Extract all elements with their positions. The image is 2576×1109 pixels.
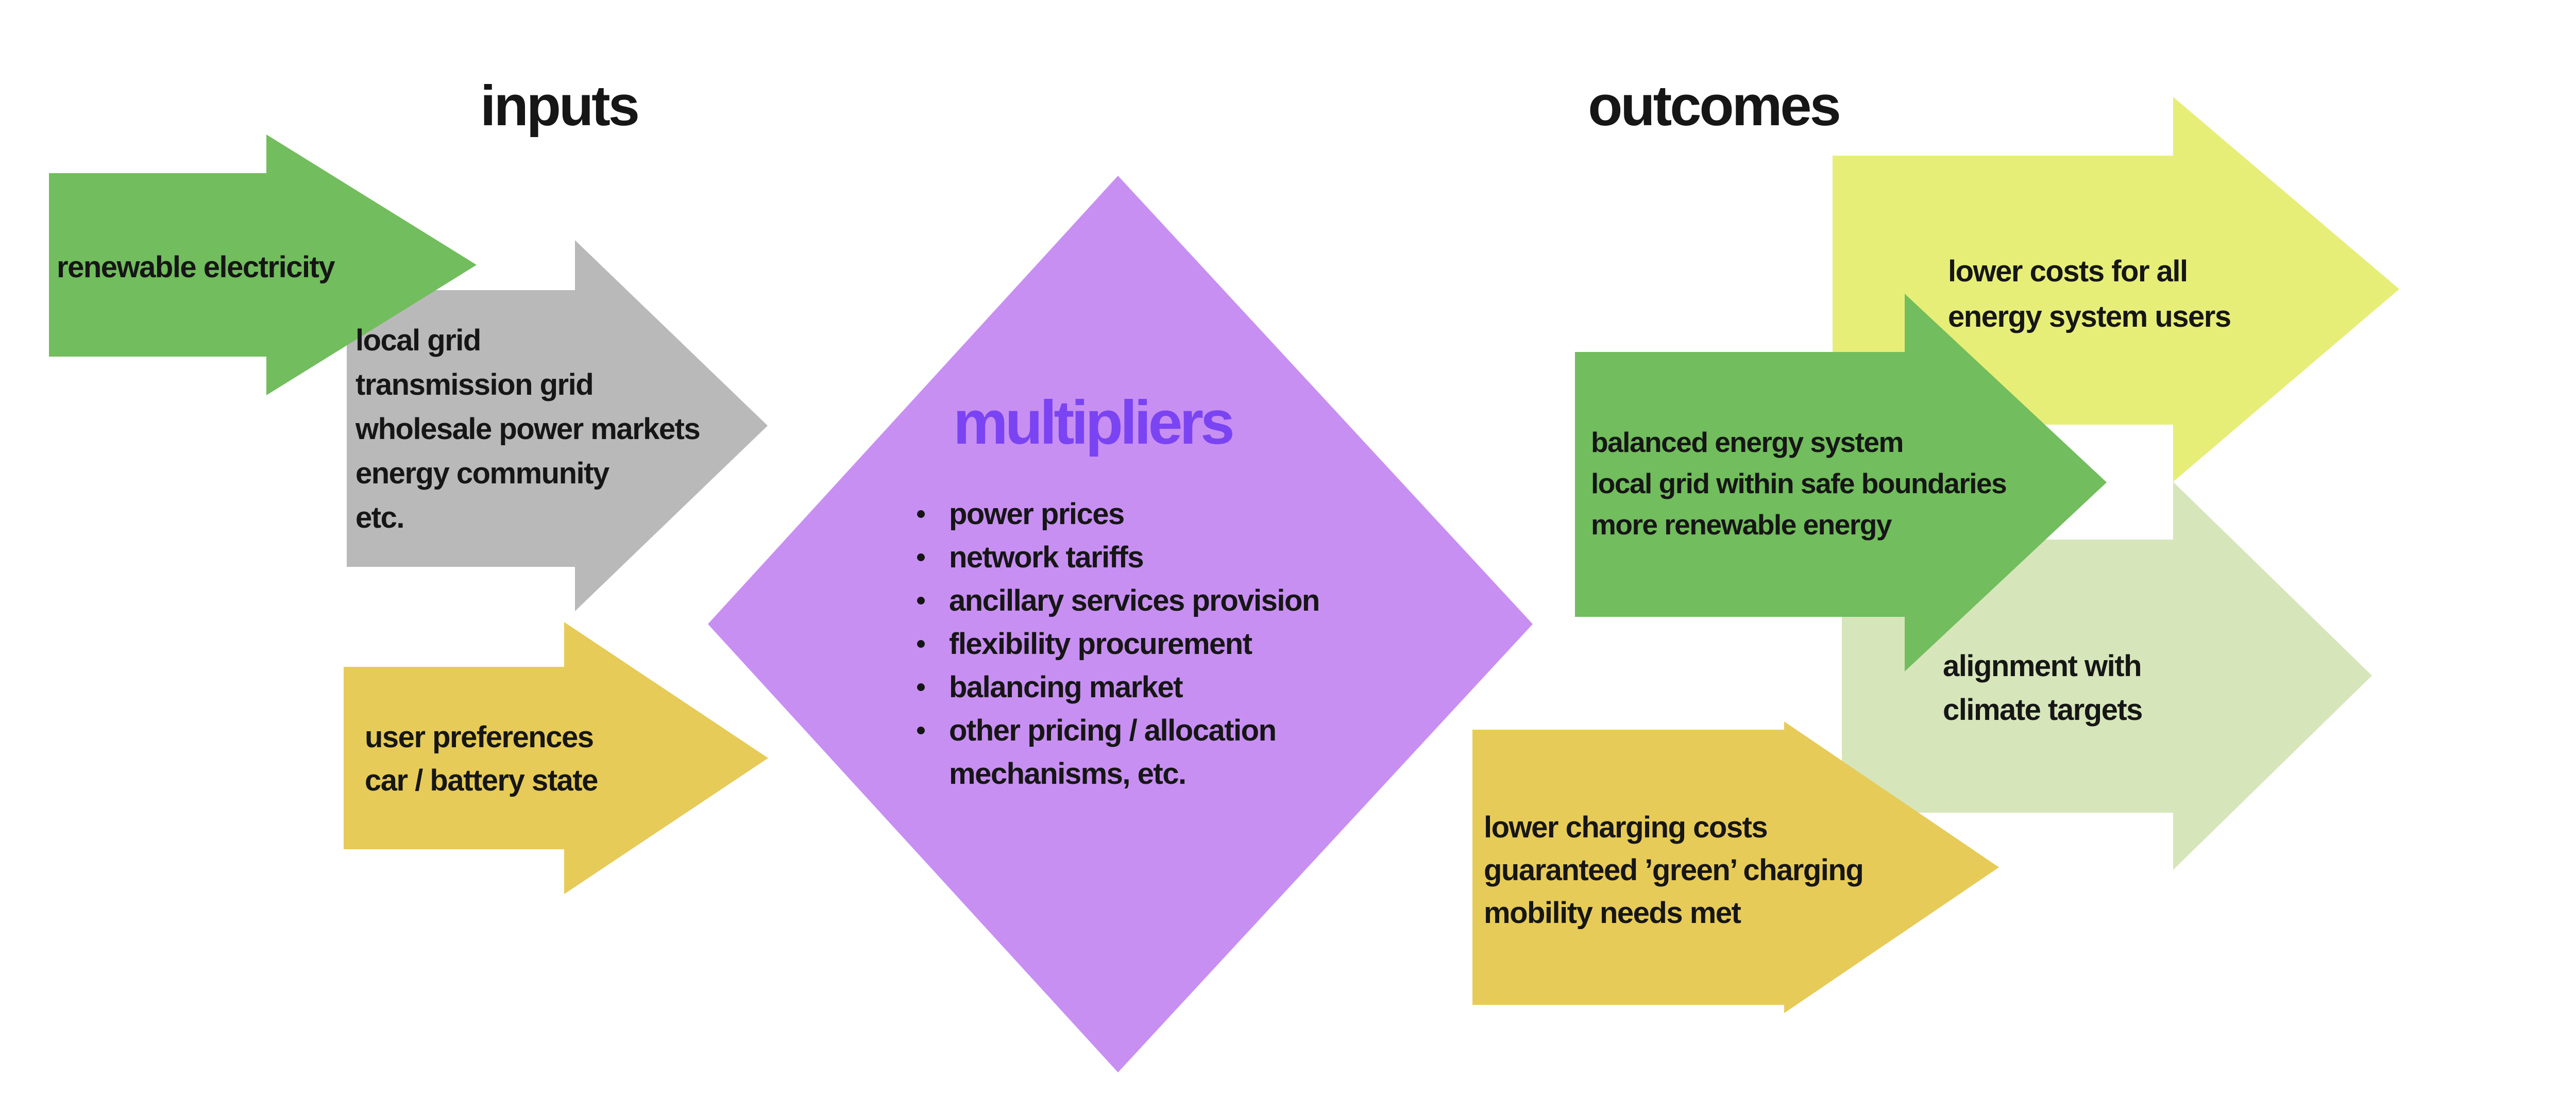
bullet-item: balancing market [917,665,1319,709]
label-line: guaranteed ’green’ charging [1484,853,1864,887]
bullet-dot-icon [917,596,925,604]
label-line: wholesale power markets [355,412,701,446]
multipliers-heading: multipliers [953,388,1235,457]
bullet-text: ancillary services provision [949,583,1320,617]
renewable-electricity-label: renewable electricity [57,245,335,290]
outcomes-title: outcomes [1588,74,1841,138]
multipliers-bullet-list: power prices network tariffs ancillary s… [917,492,1320,795]
label-line: energy community [355,457,609,490]
lower-costs-label: lower costs for all energy system users [1948,249,2231,340]
bullet-dot-icon [917,510,925,518]
climate-alignment-label: alignment with climate targets [1943,644,2143,732]
bullet-text: network tariffs [949,540,1144,574]
label-line: local grid within safe boundaries [1591,467,2007,499]
label-line: renewable electricity [57,250,335,284]
label-line: alignment with [1943,649,2142,683]
label-line: climate targets [1943,693,2143,727]
label-line: user preferences [365,720,594,754]
label-line: car / battery state [365,764,598,797]
inputs-title: inputs [480,74,640,138]
balanced-system-label: balanced energy system local grid within… [1591,422,2007,545]
label-line: lower charging costs [1484,811,1768,844]
bullet-dot-icon [917,683,925,691]
label-line: more renewable energy [1591,509,1892,541]
bullet-text: power prices [949,497,1125,531]
bullet-text: balancing market [949,670,1183,704]
grid-markets-label: local grid transmission grid wholesale p… [355,318,701,540]
label-line: transmission grid [355,368,594,401]
label-line: etc. [355,501,404,534]
label-line: energy system users [1948,300,2231,333]
bullet-text: mechanisms, etc. [949,757,1187,791]
bullet-item: power prices [917,492,1319,535]
label-line: lower costs for all [1948,255,2188,288]
charging-outcomes-label: lower charging costs guaranteed ’green’ … [1484,806,1864,934]
bullet-item: ancillary services provision [917,579,1320,622]
bullet-text: other pricing / allocation [949,713,1277,747]
bullet-text: flexibility procurement [949,627,1252,661]
bullet-dot-icon [917,726,925,734]
bullet-item: flexibility procurement [917,622,1319,665]
bullet-continuation: mechanisms, etc. [917,752,1319,795]
label-line: balanced energy system [1591,426,1904,458]
bullet-item: network tariffs [917,535,1319,579]
bullet-dot-icon [917,553,925,561]
user-preferences-label: user preferences car / battery state [365,716,598,802]
label-line: mobility needs met [1484,896,1741,930]
label-line: local grid [355,324,481,357]
bullet-dot-icon [917,640,925,648]
bullet-item: other pricing / allocation [917,709,1319,752]
